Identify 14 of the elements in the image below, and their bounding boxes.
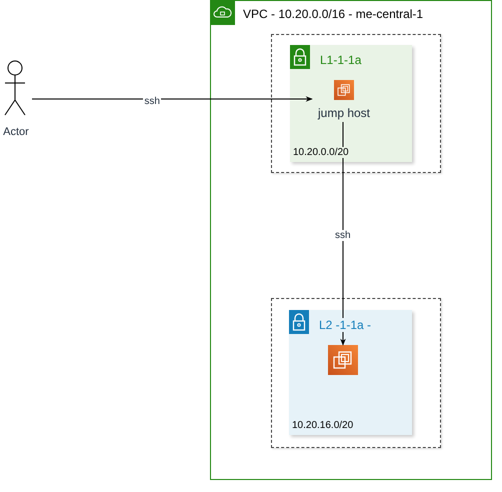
vpc-group	[210, 0, 492, 480]
availability-zone-box	[271, 34, 441, 173]
instance-label: jump host	[316, 106, 372, 120]
actor-label: Actor	[2, 126, 30, 138]
subnet-name: L2 -1-1a -	[319, 318, 372, 332]
availability-zone-box	[271, 298, 441, 448]
edge-label: ssh	[334, 230, 352, 241]
subnet-box	[290, 45, 412, 162]
edge-label: ssh	[143, 96, 161, 106]
cidr-label: 10.20.16.0/20	[292, 420, 354, 431]
subnet-box	[289, 310, 412, 435]
subnet-name: L1-1-1a	[320, 53, 362, 67]
cidr-label: 10.20.0.0/20	[293, 147, 349, 158]
group-title: VPC - 10.20.0.0/16 - me-central-1	[243, 7, 424, 21]
